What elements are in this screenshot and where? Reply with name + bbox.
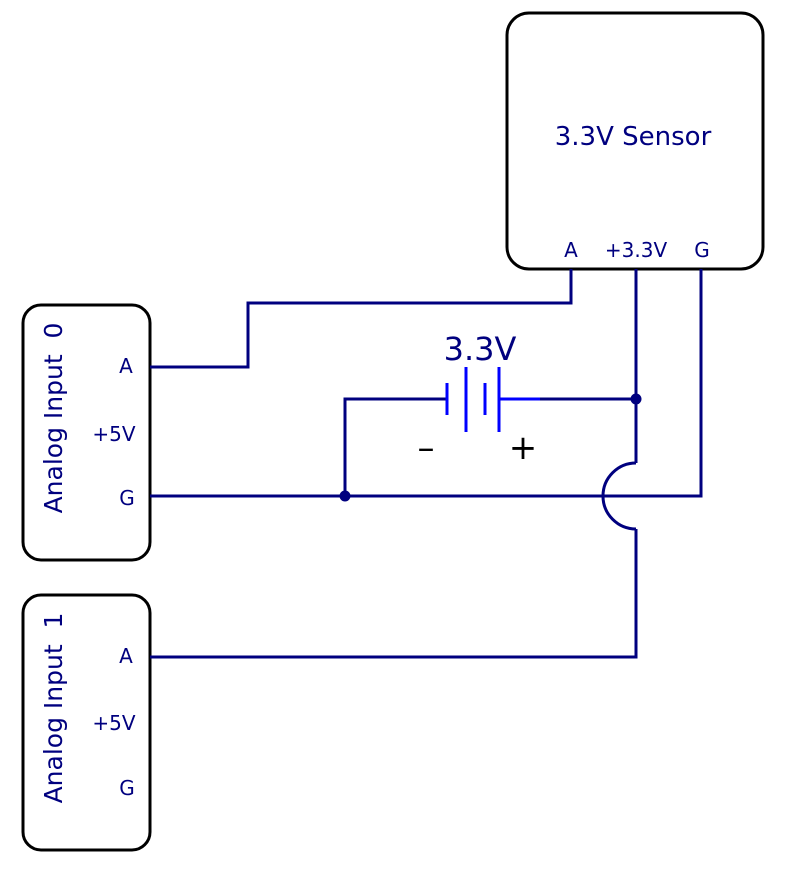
analog-input-0-pin-a: A	[119, 354, 133, 378]
battery: 3.3V – +	[418, 330, 540, 468]
wire-battery-negative	[343, 397, 447, 496]
battery-minus-sign: –	[418, 428, 435, 468]
analog-input-1-pin-a: A	[119, 644, 133, 668]
wires	[150, 269, 703, 659]
sensor-block: 3.3V Sensor A +3.3V G	[505, 11, 765, 271]
wire-ground	[150, 269, 703, 498]
analog-input-1-block: Analog Input 1 A +5V G	[21, 593, 152, 852]
wire-sensor-a-to-input0-a	[150, 269, 573, 369]
analog-input-1-box	[21, 593, 152, 852]
sensor-title: 3.3V Sensor	[555, 122, 712, 152]
junction-dot-ground	[339, 490, 351, 502]
junction-dot-vcc	[630, 393, 642, 405]
analog-input-0-box	[21, 303, 152, 562]
sensor-pin-a: A	[564, 238, 578, 262]
analog-input-1-title: Analog Input 1	[39, 613, 68, 804]
sensor-pin-vcc: +3.3V	[605, 238, 668, 262]
analog-input-0-block: Analog Input 0 A +5V G	[21, 303, 152, 562]
analog-input-0-pin-gnd: G	[119, 486, 135, 510]
analog-input-1-pin-vcc: +5V	[92, 711, 135, 735]
analog-input-0-pin-vcc: +5V	[92, 422, 135, 446]
battery-voltage-label: 3.3V	[444, 330, 517, 368]
wire-vcc-to-input1-a	[150, 529, 638, 659]
analog-input-0-title: Analog Input 0	[39, 323, 68, 514]
analog-input-1-pin-gnd: G	[119, 776, 135, 800]
battery-plus-sign: +	[509, 428, 538, 468]
sensor-pin-gnd: G	[694, 238, 710, 262]
